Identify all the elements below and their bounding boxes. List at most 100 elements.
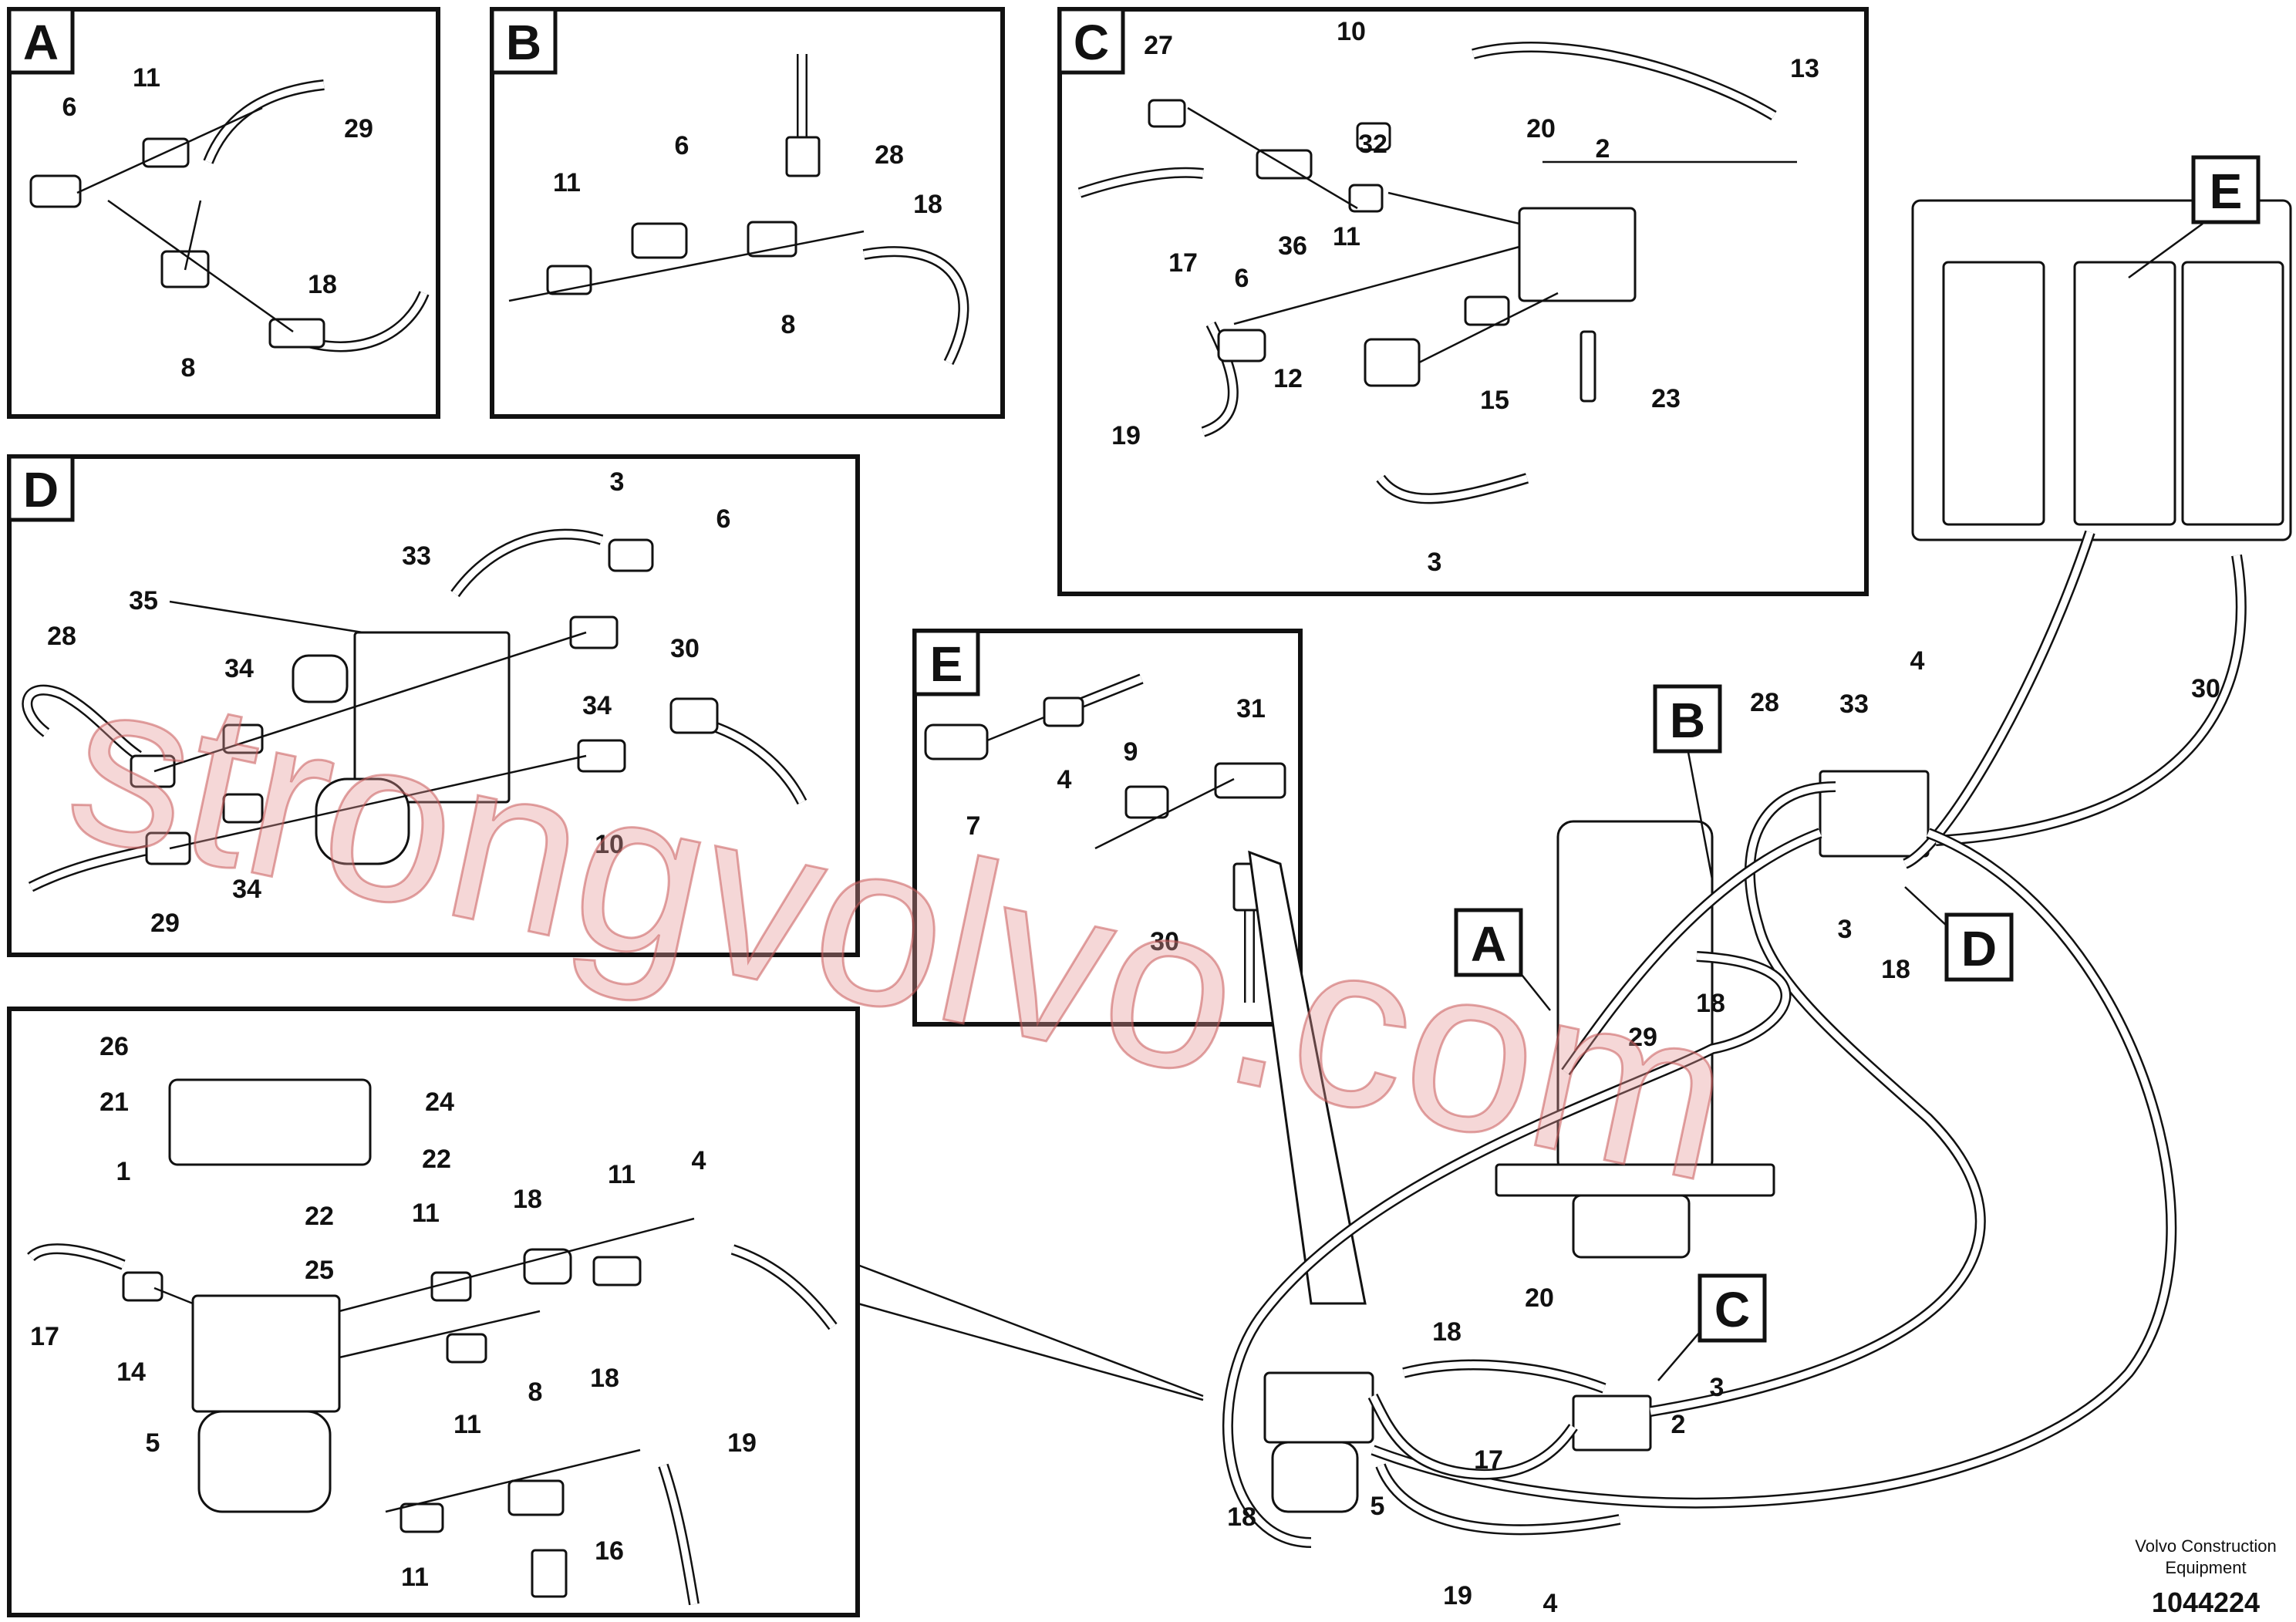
label-f-17: 17 <box>30 1322 59 1351</box>
label-a-29: 29 <box>344 114 373 143</box>
label-f-11-d: 11 <box>401 1563 429 1592</box>
label-f-11-c: 11 <box>453 1410 481 1439</box>
label-b-8: 8 <box>781 310 796 339</box>
label-main-3-top: 3 <box>1838 915 1853 944</box>
label-c-13: 13 <box>1790 54 1819 83</box>
label-f-14: 14 <box>116 1357 146 1387</box>
label-c-23: 23 <box>1651 384 1681 413</box>
label-f-24: 24 <box>425 1088 454 1117</box>
callout-e: E <box>2210 164 2243 219</box>
label-f-5: 5 <box>146 1428 160 1458</box>
label-c-27: 27 <box>1144 31 1173 60</box>
label-f-8: 8 <box>528 1378 543 1407</box>
label-c-15: 15 <box>1480 386 1509 415</box>
label-main-5: 5 <box>1371 1492 1385 1521</box>
label-d-10: 10 <box>595 830 624 859</box>
label-main-19: 19 <box>1443 1581 1472 1610</box>
label-main-2: 2 <box>1671 1410 1686 1439</box>
label-f-4: 4 <box>692 1146 706 1175</box>
label-b-28: 28 <box>875 140 904 170</box>
label-f-22-left: 22 <box>305 1202 334 1231</box>
footer: Volvo Construction Equipment 1044224 <box>2135 1536 2276 1618</box>
label-f-16: 16 <box>595 1536 624 1566</box>
label-c-2: 2 <box>1596 134 1610 164</box>
panel-c: C 27 10 13 20 32 2 17 36 11 6 12 15 23 1… <box>1057 7 1869 596</box>
label-c-19: 19 <box>1111 421 1141 450</box>
callout-d: D <box>1961 921 1997 976</box>
label-e-30: 30 <box>1150 927 1179 956</box>
label-e-31: 31 <box>1236 694 1266 723</box>
brand-line-1: Volvo Construction <box>2135 1536 2276 1556</box>
label-e-9: 9 <box>1124 737 1138 767</box>
label-main-18-left: 18 <box>1432 1317 1462 1347</box>
label-f-11-a: 11 <box>412 1199 440 1228</box>
label-f-19: 19 <box>727 1428 757 1458</box>
panel-d-letter: D <box>23 462 59 518</box>
label-a-18: 18 <box>308 270 337 299</box>
label-f-25: 25 <box>305 1256 334 1285</box>
label-main-30: 30 <box>2191 674 2220 703</box>
label-c-17: 17 <box>1168 248 1198 278</box>
label-d-34-right: 34 <box>582 691 612 720</box>
label-f-18-a: 18 <box>513 1185 542 1214</box>
callout-c: C <box>1714 1282 1750 1337</box>
panel-b: B 11 6 28 18 8 <box>490 7 1005 419</box>
label-e-7: 7 <box>966 811 981 841</box>
label-c-10: 10 <box>1337 17 1366 46</box>
panel-c-letter: C <box>1074 15 1109 70</box>
label-c-3: 3 <box>1428 548 1442 577</box>
label-main-28: 28 <box>1750 688 1779 717</box>
panel-a: A 6 11 29 8 18 <box>7 7 440 419</box>
label-d-28: 28 <box>47 622 76 651</box>
label-a-11: 11 <box>133 63 160 93</box>
label-b-6: 6 <box>675 131 689 160</box>
label-d-34-left: 34 <box>224 654 254 683</box>
label-main-29: 29 <box>1628 1023 1657 1052</box>
label-b-11: 11 <box>553 168 581 197</box>
panel-b-letter: B <box>506 15 541 70</box>
label-main-4: 4 <box>1910 646 1925 676</box>
label-c-32: 32 <box>1358 130 1387 159</box>
label-main-33: 33 <box>1839 690 1869 719</box>
label-main-3-bottom: 3 <box>1710 1373 1725 1402</box>
label-main-17: 17 <box>1474 1445 1503 1475</box>
label-main-18-bottom: 18 <box>1227 1502 1256 1532</box>
label-d-30: 30 <box>670 634 700 663</box>
document-number: 1044224 <box>2152 1587 2260 1618</box>
panel-e-letter: E <box>930 636 963 692</box>
label-f-22-right: 22 <box>422 1145 451 1174</box>
label-d-34-bottom: 34 <box>232 875 261 904</box>
panel-d: D 3 6 33 35 28 34 34 30 29 10 34 <box>7 454 860 957</box>
main-assembly-view: E B A D C 4 30 28 33 3 18 29 18 18 20 17… <box>1222 155 2292 1618</box>
label-f-18-b: 18 <box>590 1364 619 1393</box>
label-d-3: 3 <box>610 467 625 497</box>
label-d-29: 29 <box>150 909 180 938</box>
label-e-4: 4 <box>1057 765 1072 794</box>
label-b-18: 18 <box>913 190 942 219</box>
label-main-18-mid: 18 <box>1696 989 1725 1018</box>
label-d-35: 35 <box>129 586 158 615</box>
callout-b: B <box>1670 693 1705 748</box>
label-main-20: 20 <box>1525 1283 1554 1313</box>
label-c-11: 11 <box>1333 222 1360 251</box>
label-a-8: 8 <box>181 353 196 383</box>
panel-e: E 7 4 9 31 30 <box>912 629 1303 1027</box>
brand-line-2: Equipment <box>2165 1558 2246 1577</box>
label-f-21: 21 <box>99 1088 129 1117</box>
label-main-18-right: 18 <box>1881 955 1910 984</box>
label-d-6: 6 <box>716 504 731 534</box>
panel-steering-detail: 26 21 24 1 22 22 25 11 18 11 4 17 14 5 1… <box>7 1007 1204 1617</box>
label-c-36: 36 <box>1278 231 1307 261</box>
panel-a-letter: A <box>23 15 59 70</box>
callout-a: A <box>1471 916 1506 972</box>
label-f-26: 26 <box>99 1032 129 1061</box>
label-f-11-b: 11 <box>608 1160 636 1189</box>
label-c-12: 12 <box>1273 364 1303 393</box>
label-a-6: 6 <box>62 93 77 122</box>
label-f-1: 1 <box>116 1157 131 1186</box>
label-d-33: 33 <box>402 541 431 571</box>
label-main-4-bottom: 4 <box>1543 1589 1558 1618</box>
label-c-20: 20 <box>1526 114 1556 143</box>
label-c-6: 6 <box>1235 264 1249 293</box>
